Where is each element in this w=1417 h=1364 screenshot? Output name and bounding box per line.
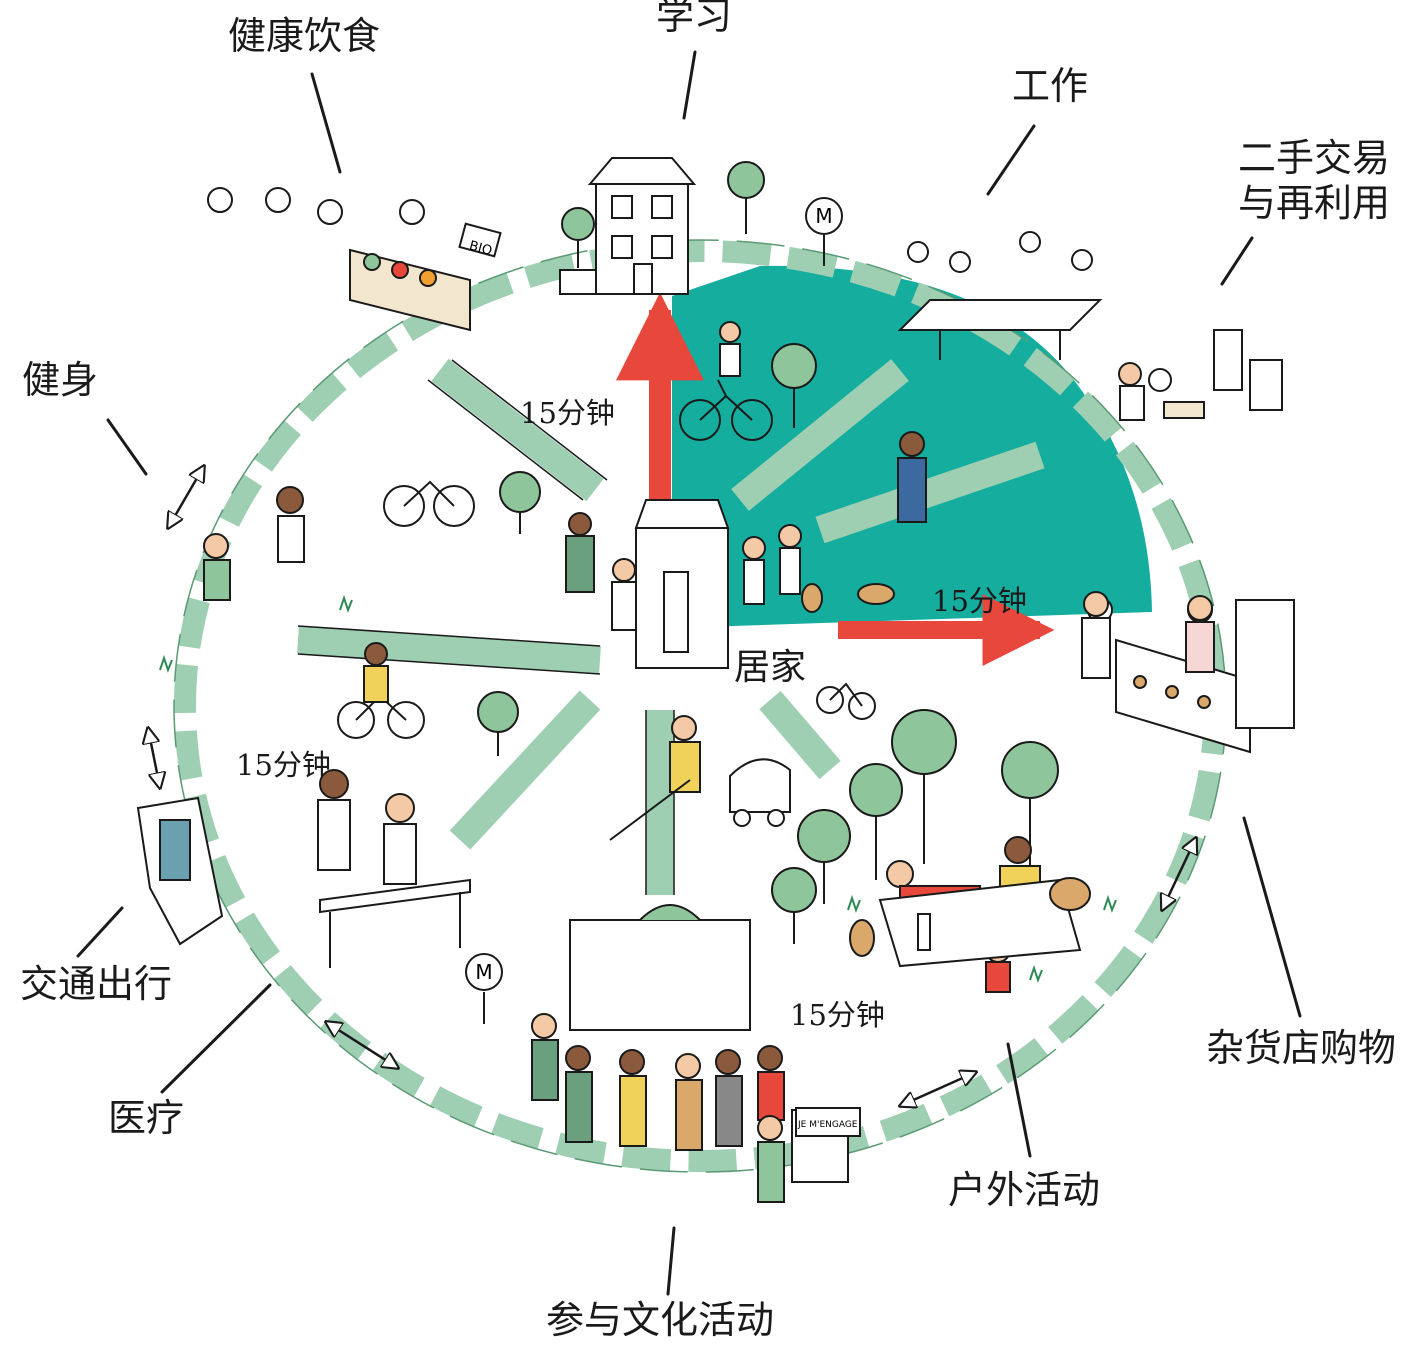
- spoke-se: [759, 690, 841, 780]
- transit-map-icon: [136, 796, 224, 946]
- stage-icon: [569, 904, 751, 1031]
- spoke-sw: [449, 690, 601, 850]
- picnic-blanket-icon: [878, 877, 1091, 968]
- label-medical: 医疗: [108, 1096, 185, 1140]
- je-mengage-sign: JE M'ENGAGE: [797, 1120, 858, 1130]
- spokes: [297, 358, 1045, 895]
- clinic-table-icon: [319, 878, 471, 968]
- label-work: 工作: [1012, 64, 1089, 108]
- time-west: 15分钟: [236, 748, 331, 782]
- spoke-w: [297, 626, 601, 674]
- time-east: 15分钟: [932, 584, 1027, 618]
- spoke-ne-2: [815, 441, 1045, 544]
- metro-sign-icon: [465, 197, 843, 1024]
- grass-icon: [159, 594, 1117, 983]
- spoke-nw: [431, 358, 604, 502]
- school-building-icon: [559, 157, 697, 295]
- label-grocery: 杂货店购物: [1206, 1026, 1397, 1070]
- dog-icon: [801, 583, 895, 957]
- double-arrow-icon: [1162, 838, 1196, 910]
- metro-letter: M: [815, 204, 832, 228]
- label-reuse: 二手交易 与再利用: [1238, 136, 1391, 225]
- double-arrow-icon: [326, 1022, 398, 1068]
- market-stall-icon: [207, 187, 502, 332]
- double-arrows: [148, 466, 1196, 1106]
- label-outdoor: 户外活动: [948, 1168, 1101, 1212]
- time-north: 15分钟: [520, 396, 615, 430]
- spoke-ne-1: [731, 359, 909, 511]
- label-home: 居家: [734, 647, 807, 688]
- bicycle-icon: [337, 379, 876, 739]
- metro-letter: M: [475, 960, 492, 984]
- cleaning-vehicle-icon: [609, 758, 791, 841]
- label-healthy-food: 健康饮食: [228, 14, 381, 58]
- office-desk-icon: [897, 231, 1103, 360]
- double-arrow-icon: [900, 1072, 976, 1106]
- label-fitness: 健身: [22, 358, 99, 402]
- furniture-icon: [1148, 329, 1283, 419]
- label-transport: 交通出行: [20, 962, 173, 1006]
- tree-icon: [477, 161, 1059, 944]
- double-arrow-icon: [168, 466, 204, 528]
- bio-sign: BIO: [467, 239, 493, 259]
- house-icon: [634, 499, 730, 669]
- leader-lines: [76, 50, 1302, 1296]
- label-study: 学习: [656, 0, 733, 38]
- label-culture: 参与文化活动: [546, 1298, 775, 1342]
- ballot-box-icon: [791, 1107, 861, 1183]
- time-south: 15分钟: [790, 998, 885, 1032]
- double-arrow-icon: [148, 728, 160, 788]
